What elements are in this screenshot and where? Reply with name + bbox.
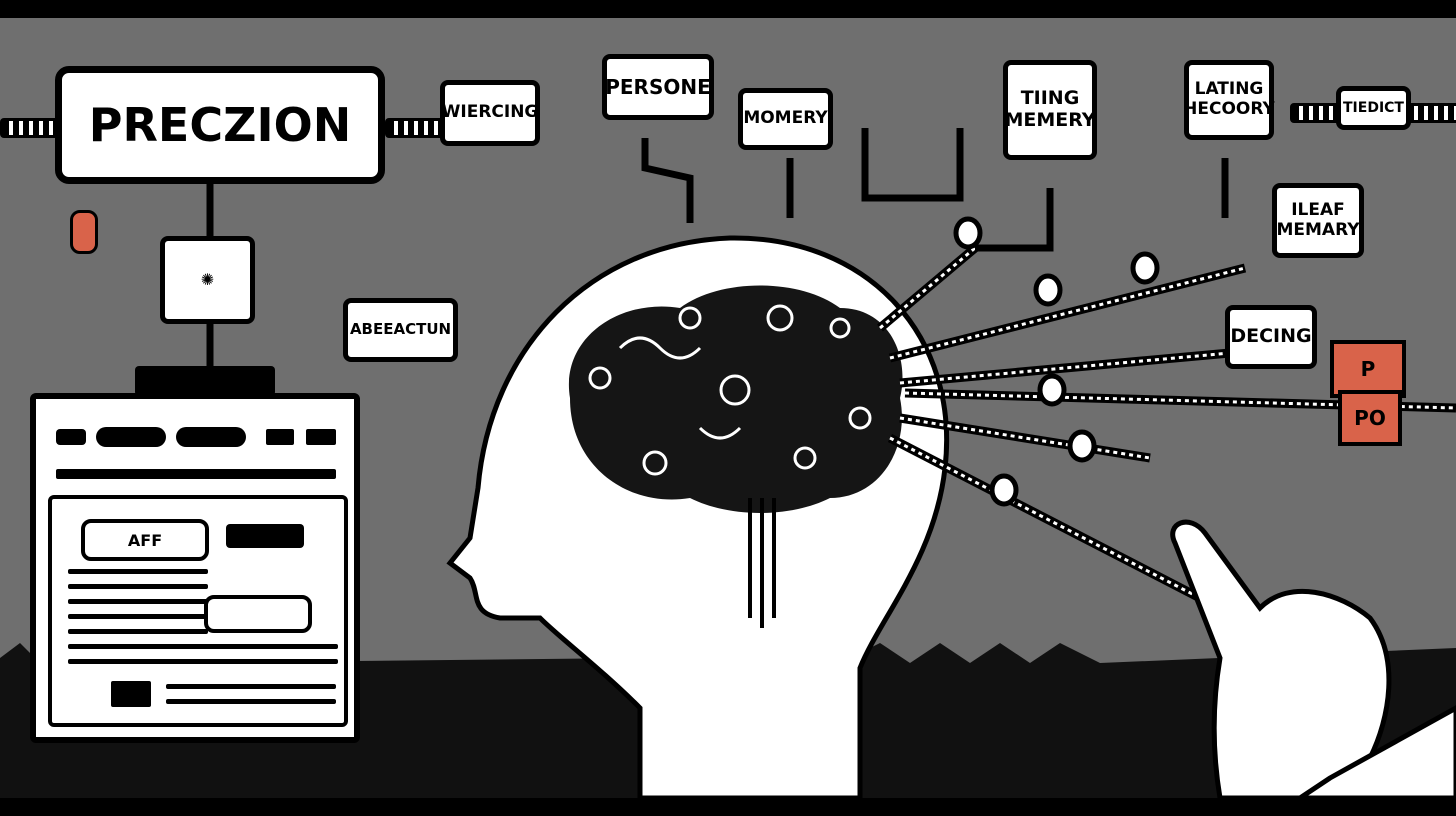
image-thumbnail	[111, 681, 151, 707]
illustration-canvas: PRECZION WIERCING PERSONE MOMERY TIING M…	[0, 18, 1456, 798]
tab-pill[interactable]	[96, 427, 166, 447]
brain-stem	[748, 498, 776, 628]
input-field[interactable]	[226, 524, 304, 548]
brain	[568, 285, 903, 513]
gear-box-icon: ✺	[160, 236, 255, 324]
connection-lines	[0, 128, 1456, 798]
text-line	[68, 614, 208, 619]
tab-pill[interactable]	[176, 427, 246, 447]
page-content	[48, 495, 348, 727]
node-tiedict[interactable]: TIEDICT	[1336, 86, 1411, 130]
node-ting-memery[interactable]: TIING MEMERY	[1003, 60, 1097, 160]
node-ileaf-memary[interactable]: ILEAF MEMARY	[1272, 183, 1364, 258]
text-line	[68, 569, 208, 574]
chain-right	[1405, 103, 1456, 123]
window-button[interactable]	[306, 429, 336, 445]
sleeve	[1295, 705, 1456, 798]
address-bar[interactable]	[56, 469, 336, 479]
node-abeeactun[interactable]: ABEEACTUN	[343, 298, 458, 362]
node-persone[interactable]: PERSONE	[602, 54, 714, 120]
text-line	[68, 584, 208, 589]
aff-button[interactable]: AFF	[81, 519, 209, 561]
text-line	[68, 629, 208, 634]
text-line	[68, 644, 338, 649]
action-button[interactable]	[204, 595, 312, 633]
browser-window: AFF	[30, 393, 360, 743]
window-button[interactable]	[266, 429, 294, 445]
ray-nodes	[953, 216, 1160, 507]
text-line	[166, 684, 336, 689]
brain-swirls	[588, 304, 872, 476]
text-line	[68, 599, 208, 604]
browser-stand	[135, 366, 275, 396]
node-decing[interactable]: DECING	[1225, 305, 1317, 369]
pointing-hand	[1170, 519, 1392, 798]
node-momery[interactable]: MOMERY	[738, 88, 833, 150]
text-line	[68, 659, 338, 664]
text-line	[166, 699, 336, 704]
node-wiercing[interactable]: WIERCING	[440, 80, 540, 146]
node-lating-hecoory[interactable]: LATING HECOORY	[1183, 60, 1275, 140]
menu-icon[interactable]	[56, 429, 86, 445]
orange-block-po: PO	[1338, 390, 1402, 446]
orange-block-p: P	[1330, 340, 1406, 398]
orange-glyph-icon	[70, 210, 98, 254]
title-sign: PRECZION	[55, 66, 385, 184]
